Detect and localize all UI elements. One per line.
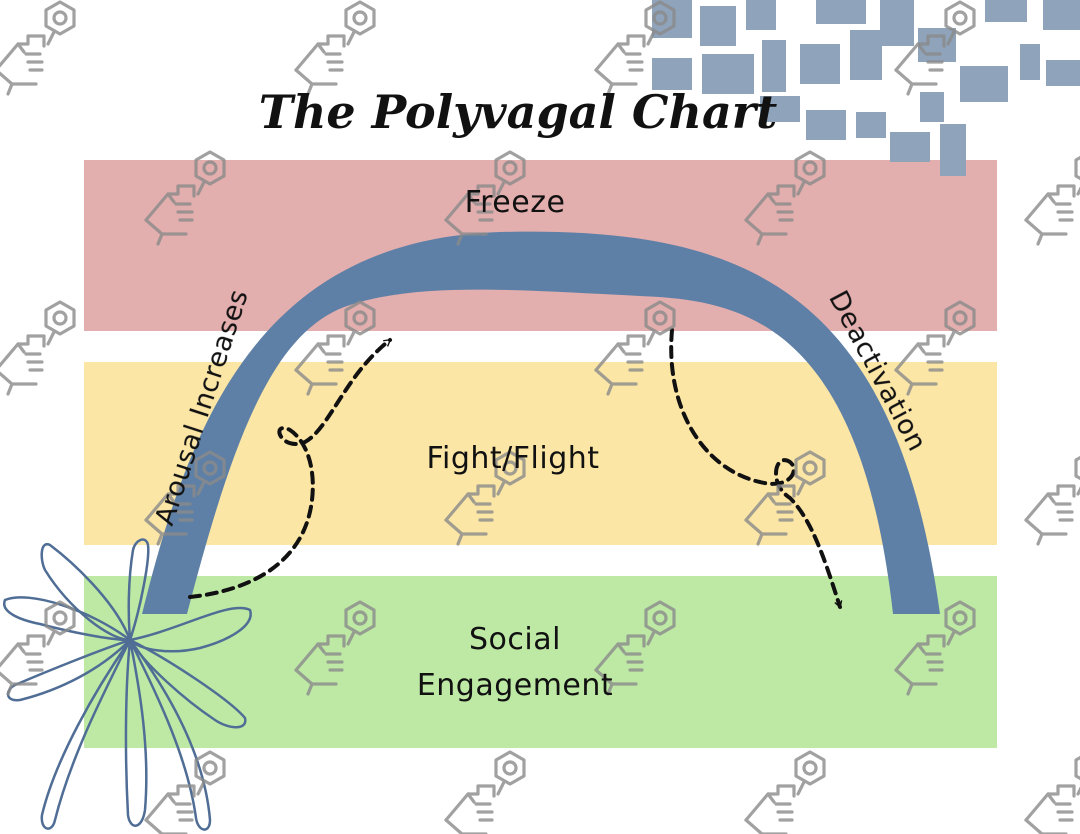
social-label: Social [469, 622, 561, 657]
watermark-icon [444, 750, 526, 834]
watermark-icon [1024, 450, 1080, 546]
watermark-icon [0, 300, 76, 396]
dashed-arrows [188, 328, 843, 609]
chart-title: The Polyvagal Chart [259, 85, 778, 139]
mosaic-decoration [652, 0, 1080, 176]
falling-arrow [669, 328, 843, 609]
social-engagement-zone [84, 576, 997, 748]
watermark-icon [744, 750, 826, 834]
fight-flight-label: Fight/Flight [426, 441, 599, 476]
watermark-icon [0, 600, 76, 696]
rising-arrow [188, 338, 392, 599]
engagement-label: Engagement [417, 668, 613, 703]
watermark-icon [294, 0, 376, 96]
watermark-icon [0, 0, 76, 96]
watermark-icon [1024, 150, 1080, 246]
watermark-icon [1024, 750, 1080, 834]
watermark-icon [144, 750, 226, 834]
freeze-label: Freeze [465, 185, 566, 220]
